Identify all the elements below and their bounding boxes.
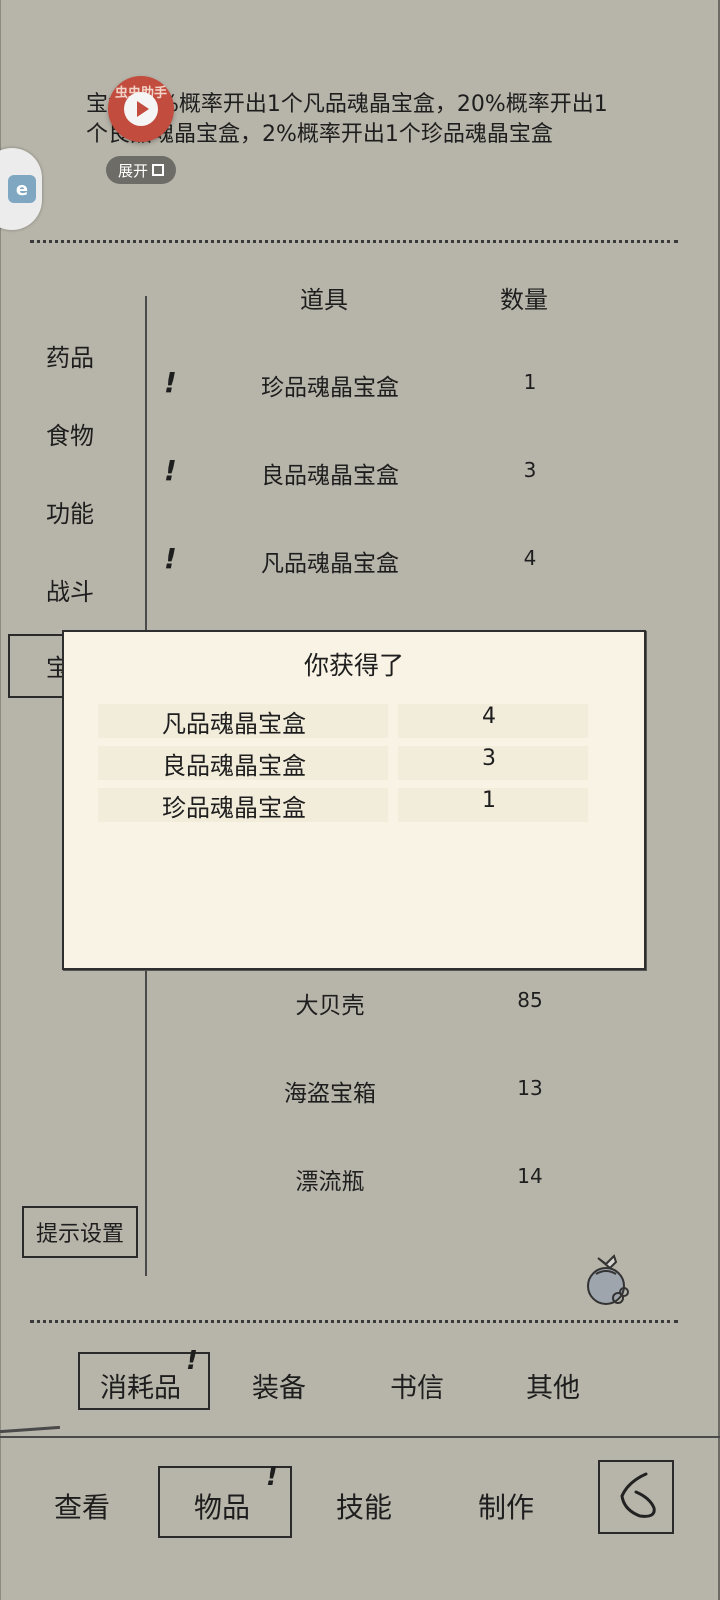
tab-consumables-label: 消耗品: [100, 1373, 181, 1404]
pouch-icon[interactable]: [582, 1252, 630, 1308]
item-name: 凡品魂晶宝盒: [261, 551, 399, 577]
item-row[interactable]: 大贝壳 85: [150, 978, 650, 1028]
new-mark: !: [164, 366, 177, 399]
category-combat[interactable]: 战斗: [46, 578, 94, 606]
reward-popup[interactable]: 你获得了 凡品魂晶宝盒 4 良品魂晶宝盒 3 珍品魂晶宝盒 1: [62, 630, 646, 970]
reward-row: 良品魂晶宝盒 3: [98, 742, 588, 782]
item-row[interactable]: ! 良品魂晶宝盒 3: [150, 448, 650, 498]
reward-row: 凡品魂晶宝盒 4: [98, 700, 588, 740]
new-mark: !: [164, 542, 177, 575]
item-qty: 3: [523, 458, 537, 482]
category-function[interactable]: 功能: [46, 500, 94, 528]
item-qty: 4: [523, 546, 537, 570]
item-qty: 13: [517, 1076, 543, 1100]
expand-label: 展开: [117, 161, 148, 180]
item-name: 珍品魂晶宝盒: [261, 375, 399, 401]
reward-name: 良品魂晶宝盒: [98, 746, 388, 780]
new-mark: !: [164, 454, 177, 487]
category-medicine[interactable]: 药品: [46, 344, 94, 372]
nav-separator-curl: [0, 1425, 61, 1434]
hint-settings-button[interactable]: 提示设置: [22, 1206, 138, 1258]
item-row[interactable]: 海盗宝箱 13: [150, 1066, 650, 1116]
reward-name: 凡品魂晶宝盒: [98, 704, 388, 738]
top-separator: [30, 240, 678, 243]
category-food[interactable]: 食物: [46, 422, 94, 450]
item-name: 大贝壳: [295, 993, 365, 1019]
tab-consumables[interactable]: [78, 1352, 210, 1410]
nav-separator: [0, 1436, 720, 1438]
item-name: 漂流瓶: [295, 1169, 365, 1195]
tab-equipment[interactable]: 装备: [252, 1373, 306, 1404]
nav-skills[interactable]: 技能: [336, 1491, 393, 1524]
header-item: 道具: [300, 286, 348, 314]
nav-items-badge: !: [266, 1462, 278, 1492]
floating-video-widget[interactable]: 虫虫助手: [108, 76, 174, 142]
side-floating-app[interactable]: e: [0, 148, 42, 230]
item-qty: 14: [517, 1164, 543, 1188]
reward-qty: 1: [398, 788, 588, 822]
app-icon: e: [8, 175, 36, 203]
nav-items-label: 物品: [194, 1491, 251, 1524]
expand-icon: [152, 164, 164, 176]
frame-right-edge: [718, 0, 720, 1600]
back-icon: [620, 1472, 656, 1518]
item-row[interactable]: ! 珍品魂晶宝盒 1: [150, 360, 650, 410]
nav-crafting[interactable]: 制作: [478, 1491, 535, 1524]
header-qty: 数量: [500, 286, 548, 314]
reward-qty: 4: [398, 704, 588, 738]
frame-left-edge: [0, 0, 1, 1600]
tab-consumables-badge: !: [186, 1346, 198, 1376]
tab-letters[interactable]: 书信: [390, 1373, 444, 1404]
bottom-separator: [30, 1320, 678, 1323]
item-qty: 85: [517, 988, 543, 1012]
play-icon: [124, 92, 158, 126]
item-qty: 1: [523, 370, 537, 394]
item-name: 海盗宝箱: [284, 1081, 376, 1107]
reward-row: 珍品魂晶宝盒 1: [98, 784, 588, 824]
reward-name: 珍品魂晶宝盒: [98, 788, 388, 822]
popup-title: 你获得了: [303, 651, 404, 680]
back-button[interactable]: [598, 1460, 674, 1534]
item-row[interactable]: 漂流瓶 14: [150, 1154, 650, 1204]
nav-view[interactable]: 查看: [54, 1491, 111, 1524]
tab-other[interactable]: 其他: [526, 1373, 580, 1404]
expand-button[interactable]: 展开: [106, 156, 176, 184]
item-name: 良品魂晶宝盒: [261, 463, 399, 489]
item-row[interactable]: ! 凡品魂晶宝盒 4: [150, 536, 650, 586]
reward-qty: 3: [398, 746, 588, 780]
nav-items[interactable]: [158, 1466, 292, 1538]
